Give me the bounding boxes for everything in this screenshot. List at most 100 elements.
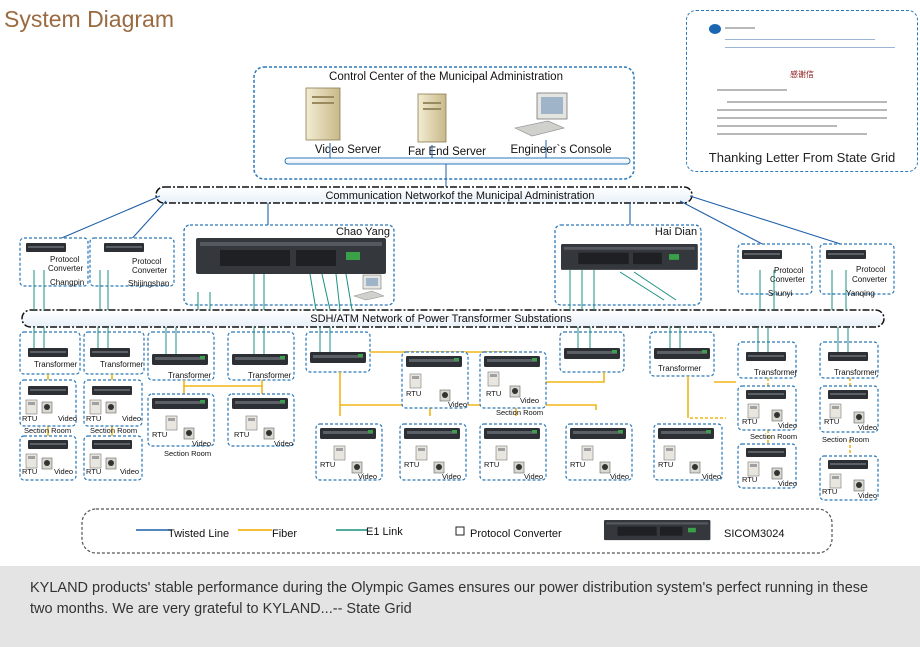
protocol-converter-shijingshan: Protocol Converter Shijingshan bbox=[89, 237, 175, 288]
e1-links bbox=[33, 270, 847, 311]
svg-text:Video: Video bbox=[58, 414, 77, 423]
svg-text:Shijingshan: Shijingshan bbox=[128, 279, 169, 288]
svg-text:RTU: RTU bbox=[152, 430, 167, 439]
substation-transformer-2: Transformer bbox=[83, 331, 145, 375]
footer-quote-panel: KYLAND products' stable performance duri… bbox=[0, 566, 920, 647]
page-title: System Diagram bbox=[4, 6, 174, 32]
letter-text-line bbox=[717, 89, 787, 91]
svg-text:Transformer: Transformer bbox=[100, 360, 144, 369]
svg-text:Transformer: Transformer bbox=[248, 371, 292, 380]
leaf-node-8: RTU Video Section Room bbox=[479, 351, 547, 417]
svg-text:Video: Video bbox=[520, 396, 539, 405]
svg-text:Changpin: Changpin bbox=[50, 278, 84, 287]
protocol-converter-yanqing: Protocol Converter Yanqing bbox=[819, 243, 895, 298]
legend-fiber: Fiber bbox=[272, 528, 297, 540]
leaf-node-13: RTU Video bbox=[653, 423, 723, 481]
legend-e1: E1 Link bbox=[366, 526, 403, 538]
svg-text:Shunyi: Shunyi bbox=[768, 289, 793, 298]
leaf-node-10: RTU Video bbox=[399, 423, 467, 481]
letter-header-line bbox=[725, 39, 875, 40]
svg-text:Video: Video bbox=[702, 472, 721, 481]
svg-text:Yanqing: Yanqing bbox=[846, 289, 875, 298]
sicom-switch-icon bbox=[561, 244, 698, 270]
footer-quote: KYLAND products' stable performance duri… bbox=[30, 580, 869, 617]
communication-network bbox=[155, 186, 693, 204]
svg-text:RTU: RTU bbox=[822, 487, 837, 496]
svg-text:Video: Video bbox=[858, 423, 877, 432]
leaf-node-14: RTU Video Section Room bbox=[737, 385, 797, 441]
console-icon bbox=[353, 274, 385, 301]
protocol-converter-shunyi: Protocol Converter Shunyi bbox=[737, 243, 813, 298]
substation-switch-5 bbox=[305, 331, 371, 373]
leaf-node-11: RTU Video bbox=[479, 423, 547, 481]
svg-text:RTU: RTU bbox=[824, 417, 839, 426]
legend-sicom: SICOM3024 bbox=[724, 528, 785, 540]
leaf-node-17: RTU Video bbox=[819, 455, 879, 501]
svg-text:Video: Video bbox=[192, 439, 211, 448]
leaf-node-6: RTU Video bbox=[227, 393, 295, 448]
svg-text:Transformer: Transformer bbox=[168, 371, 212, 380]
leaf-node-12: RTU Video bbox=[565, 423, 633, 481]
svg-text:Video: Video bbox=[120, 467, 139, 476]
e1-drops bbox=[33, 327, 849, 354]
fiber-dashed-links bbox=[690, 378, 851, 456]
thanking-letter-panel: 感谢信 Thanking Letter From State Grid bbox=[686, 10, 918, 172]
letter-text-line bbox=[717, 133, 867, 135]
leaf-node-16: RTU Video Section Room bbox=[819, 385, 879, 444]
control-center-title: Control Center of the Municipal Administ… bbox=[329, 71, 563, 83]
leaf-node-15: RTU Video bbox=[737, 443, 797, 489]
legend-sicom-icon bbox=[604, 520, 711, 541]
letter-text-line bbox=[717, 125, 837, 127]
leaf-node-3: RTU Video bbox=[19, 435, 77, 481]
sicom-switch-icon bbox=[196, 238, 386, 274]
sdh-network bbox=[21, 309, 885, 328]
svg-text:Converter: Converter bbox=[770, 275, 805, 284]
svg-text:Section Room: Section Room bbox=[164, 449, 211, 458]
letter-text-line bbox=[727, 101, 887, 103]
svg-text:RTU: RTU bbox=[658, 460, 673, 469]
svg-text:Section Room: Section Room bbox=[496, 408, 543, 417]
letter-header-line bbox=[725, 47, 895, 48]
substation-switch-6 bbox=[559, 331, 625, 373]
svg-text:Protocol: Protocol bbox=[856, 265, 886, 274]
svg-text:Video: Video bbox=[274, 439, 293, 448]
leaf-node-4: RTU Video bbox=[83, 435, 143, 481]
svg-text:Section Room: Section Room bbox=[750, 432, 797, 441]
svg-text:RTU: RTU bbox=[86, 414, 101, 423]
svg-text:Video: Video bbox=[858, 491, 877, 500]
svg-text:Transformer: Transformer bbox=[754, 368, 798, 377]
svg-text:RTU: RTU bbox=[22, 414, 37, 423]
server-label: Engineer`s Console bbox=[510, 144, 611, 156]
legend-twisted: Twisted Line bbox=[168, 528, 229, 540]
svg-text:RTU: RTU bbox=[406, 389, 421, 398]
leaf-node-2: RTU Video Section Room bbox=[83, 379, 143, 435]
leaf-node-1: RTU Video Section Room bbox=[19, 379, 77, 435]
communication-network-label: Communication Networkof the Municipal Ad… bbox=[325, 190, 594, 202]
server-label: Video Server bbox=[315, 144, 381, 156]
svg-text:RTU: RTU bbox=[742, 417, 757, 426]
svg-text:Transformer: Transformer bbox=[834, 368, 878, 377]
legend-pc-swatch bbox=[455, 526, 465, 536]
svg-text:RTU: RTU bbox=[320, 460, 335, 469]
letter-heading: 感谢信 bbox=[790, 70, 814, 79]
substation-transformer-9: Transformer bbox=[819, 341, 879, 379]
sdh-network-label: SDH/ATM Network of Power Transformer Sub… bbox=[310, 313, 572, 325]
svg-text:RTU: RTU bbox=[22, 467, 37, 476]
chaoyang-label: Chao Yang bbox=[336, 226, 390, 238]
letter-text-line bbox=[717, 117, 887, 119]
leaf-node-5: RTU Video Section Room bbox=[147, 393, 215, 458]
state-grid-logo-icon bbox=[709, 24, 721, 34]
svg-text:RTU: RTU bbox=[234, 430, 249, 439]
control-center-bus bbox=[284, 157, 631, 165]
protocol-converter-changpin: Protocol Converter Changpin bbox=[19, 237, 89, 287]
letter-logo-text bbox=[725, 27, 755, 29]
svg-text:RTU: RTU bbox=[486, 389, 501, 398]
svg-text:Protocol: Protocol bbox=[774, 266, 804, 275]
svg-text:RTU: RTU bbox=[404, 460, 419, 469]
svg-text:Converter: Converter bbox=[852, 275, 887, 284]
leaf-node-9: RTU Video bbox=[315, 423, 383, 481]
svg-text:Video: Video bbox=[122, 414, 141, 423]
svg-text:Protocol: Protocol bbox=[132, 257, 162, 266]
svg-text:RTU: RTU bbox=[86, 467, 101, 476]
svg-text:Section Room: Section Room bbox=[90, 426, 137, 435]
